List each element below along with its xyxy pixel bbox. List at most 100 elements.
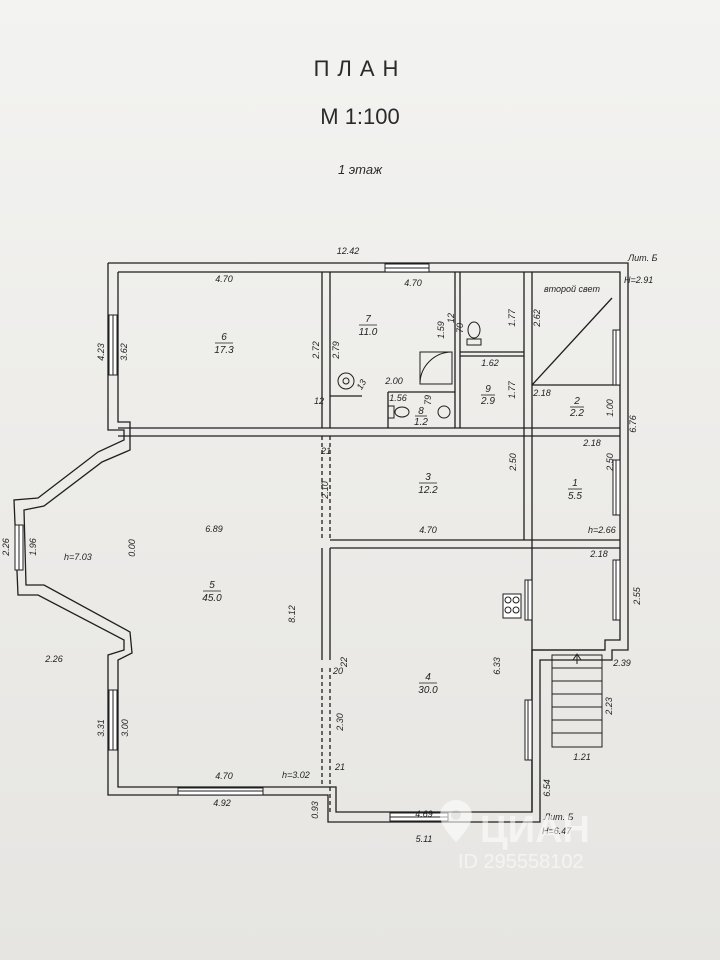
lit-label-top: Лит. Б <box>627 253 658 263</box>
dimension-label: 21 <box>334 762 345 772</box>
dimension-label: 8.12 <box>287 605 297 623</box>
toilet-icon <box>387 405 410 419</box>
dimension-label: 2.18 <box>582 438 601 448</box>
watermark-id: ID 295558102 <box>458 851 584 873</box>
dimension-label: 2.23 <box>604 697 614 716</box>
location-pin-icon <box>440 800 472 842</box>
dimension-label: 3.31 <box>96 719 106 737</box>
room-label-1: 1 5.5 <box>568 478 582 502</box>
room-number: 6 <box>221 332 227 343</box>
dimension-label: 4.70 <box>404 278 422 288</box>
lit-label-bottom: Лит. Б <box>543 812 574 822</box>
dimension-label: 3.62 <box>119 343 129 361</box>
room-number: 8 <box>418 406 424 417</box>
dimension-label: 1.21 <box>573 752 591 762</box>
washbasin-icon <box>437 405 451 419</box>
room-area: 45.0 <box>202 593 222 604</box>
dimension-label: 2.79 <box>331 341 341 360</box>
room-number: 3 <box>425 472 431 483</box>
room-area: 12.2 <box>418 485 438 496</box>
dimension-label: 2.26 <box>1 538 11 557</box>
room-label-9: 9 2.9 <box>480 384 495 407</box>
dimension-label: 2.55 <box>632 586 642 606</box>
dimension-label: 13 <box>355 378 369 392</box>
room-labels: 1 5.5 2 2.2 3 12.2 4 30.0 5 <box>202 314 584 696</box>
interior-walls <box>118 272 620 812</box>
room-area: 1.2 <box>414 417 428 428</box>
dimension-label: 1.59 <box>436 321 446 339</box>
dimension-label: 12 <box>314 396 324 406</box>
dimension-label: 5.11 <box>416 834 433 844</box>
dimension-label: 2.72 <box>311 341 321 360</box>
staircase-icon <box>551 653 603 748</box>
dimension-label: 4.70 <box>215 274 233 284</box>
dimension-label: 2.18 <box>532 388 551 398</box>
room-number: 1 <box>572 478 578 489</box>
dimension-label: 6.89 <box>205 524 223 534</box>
dimension-label: 4.92 <box>213 798 231 808</box>
room-number: 9 <box>485 384 491 395</box>
dimension-label: 20 <box>332 666 343 676</box>
height-label-top: H=2.91 <box>624 275 653 285</box>
dimension-label: 2.00 <box>384 376 403 386</box>
room-area: 5.5 <box>568 491 582 502</box>
room-label-5: 5 45.0 <box>202 580 222 604</box>
dimension-label: 22 <box>339 657 349 668</box>
room-number: 2 <box>573 396 580 407</box>
dimension-label: 21 <box>320 446 331 456</box>
outer-walls <box>13 262 629 823</box>
dimension-label: 2.62 <box>532 309 542 328</box>
dimension-label: 6.54 <box>542 779 552 797</box>
dimension-label: 6.33 <box>492 657 502 675</box>
windows <box>14 263 621 822</box>
washbasin-icon <box>337 372 355 390</box>
dimension-label: 4.70 <box>419 525 437 535</box>
dimension-label: 6.76 <box>628 415 638 433</box>
plan-notes: 12.42 второй свет Лит. Б H=2.91 Лит. Б H… <box>64 246 658 836</box>
watermark: ЦИАН ID 295558102 <box>440 800 590 873</box>
room-label-6: 6 17.3 <box>214 332 234 356</box>
watermark-brand: ЦИАН <box>480 809 590 851</box>
shower-icon <box>419 351 453 385</box>
dimension-label: 1.96 <box>28 538 38 556</box>
dimension-label: 4.70 <box>215 771 233 781</box>
second-light-note: второй свет <box>544 284 600 294</box>
floor-label: 1 этаж <box>337 162 383 177</box>
dimension-label: 3.00 <box>120 719 130 737</box>
dimension-label: 1.00 <box>605 399 615 417</box>
room-label-8: 8 1.2 <box>414 406 428 428</box>
dimension-label: 0.00 <box>127 539 137 557</box>
dimension-labels: 4.70 4.70 4.23 3.62 2.72 2.79 1.59 12 70… <box>1 274 642 844</box>
dimension-label: 2.18 <box>589 549 608 559</box>
dimension-label: 2.30 <box>335 713 345 732</box>
dimension-label: 1.62 <box>481 358 499 368</box>
room1-height: h=2.66 <box>588 525 616 535</box>
dimension-label: 4.69 <box>415 809 433 819</box>
height-label-bottom: H=6.47 <box>542 826 572 836</box>
overall-width: 12.42 <box>337 246 360 256</box>
room-number: 4 <box>425 672 431 683</box>
dimension-label: 70 <box>455 323 465 333</box>
toilet-icon <box>466 321 482 346</box>
dimension-label: 4.23 <box>96 343 106 361</box>
room-label-4: 4 30.0 <box>418 672 438 696</box>
dimension-label: 1.77 <box>507 380 517 399</box>
fixtures <box>337 321 603 748</box>
plan-scale: М 1:100 <box>320 104 400 129</box>
room-label-7: 7 11.0 <box>359 314 378 338</box>
room-area: 2.9 <box>480 396 495 407</box>
dimension-label: 2.39 <box>612 658 631 668</box>
dimension-label: 1.56 <box>389 393 407 403</box>
dimension-label: 2.50 <box>508 453 518 472</box>
room-number: 7 <box>365 314 371 325</box>
room5-height: h=3.02 <box>282 770 310 780</box>
room-area: 11.0 <box>359 327 378 338</box>
hall-height: h=7.03 <box>64 552 92 562</box>
plan-title: ПЛАН <box>313 56 407 81</box>
dimension-label: 2.50 <box>605 453 615 472</box>
dimension-label: 1.77 <box>507 308 517 327</box>
dimension-label: 12 <box>446 313 456 323</box>
dimension-label: 2.26 <box>44 654 63 664</box>
room-area: 2.2 <box>569 408 584 419</box>
